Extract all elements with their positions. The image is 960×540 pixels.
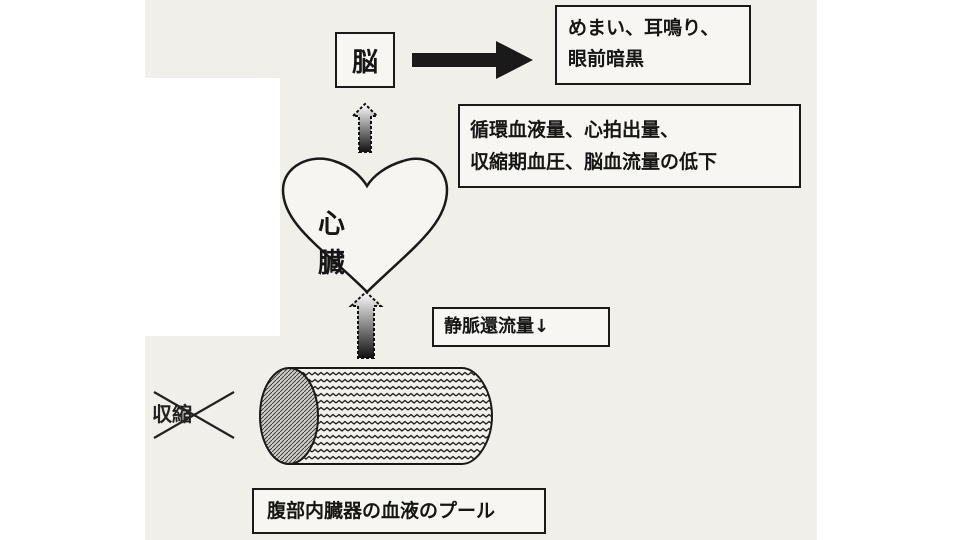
blood-pool-label: 腹部内臓器の血液のプール bbox=[267, 500, 496, 522]
brain-label: 脳 bbox=[351, 47, 378, 78]
venous-return-box: 静脈還流量↓ bbox=[432, 307, 610, 347]
arrow-brain-to-symptoms bbox=[412, 41, 533, 79]
symptoms-box: めまい、耳鳴り、 眼前暗黒 bbox=[555, 5, 751, 85]
circulation-drop-box: 循環血液量、心拍出量、 収縮期血圧、脳血流量の低下 bbox=[458, 104, 801, 188]
blood-pool-cylinder bbox=[289, 367, 494, 465]
contraction-label: 収縮 bbox=[152, 402, 192, 426]
cross-mark-line-b bbox=[153, 391, 235, 439]
symptoms-line-2: 眼前暗黒 bbox=[568, 48, 645, 70]
brain-box: 脳 bbox=[335, 32, 395, 88]
symptoms-line-1: めまい、耳鳴り、 bbox=[568, 17, 720, 39]
cylinder-end-cap bbox=[259, 367, 319, 465]
venous-return-label: 静脈還流量↓ bbox=[444, 316, 550, 337]
circulation-line-1: 循環血液量、心拍出量、 bbox=[470, 119, 680, 141]
heart-shape bbox=[281, 157, 449, 294]
circulation-line-2: 収縮期血圧、脳血流量の低下 bbox=[470, 151, 718, 173]
page-blank-region bbox=[145, 78, 280, 336]
arrow-heart-to-brain bbox=[350, 102, 380, 153]
blood-pool-box: 腹部内臓器の血液のプール bbox=[252, 488, 546, 534]
heart-label: 心 臓 bbox=[318, 209, 363, 279]
arrow-pool-to-heart bbox=[348, 290, 384, 359]
